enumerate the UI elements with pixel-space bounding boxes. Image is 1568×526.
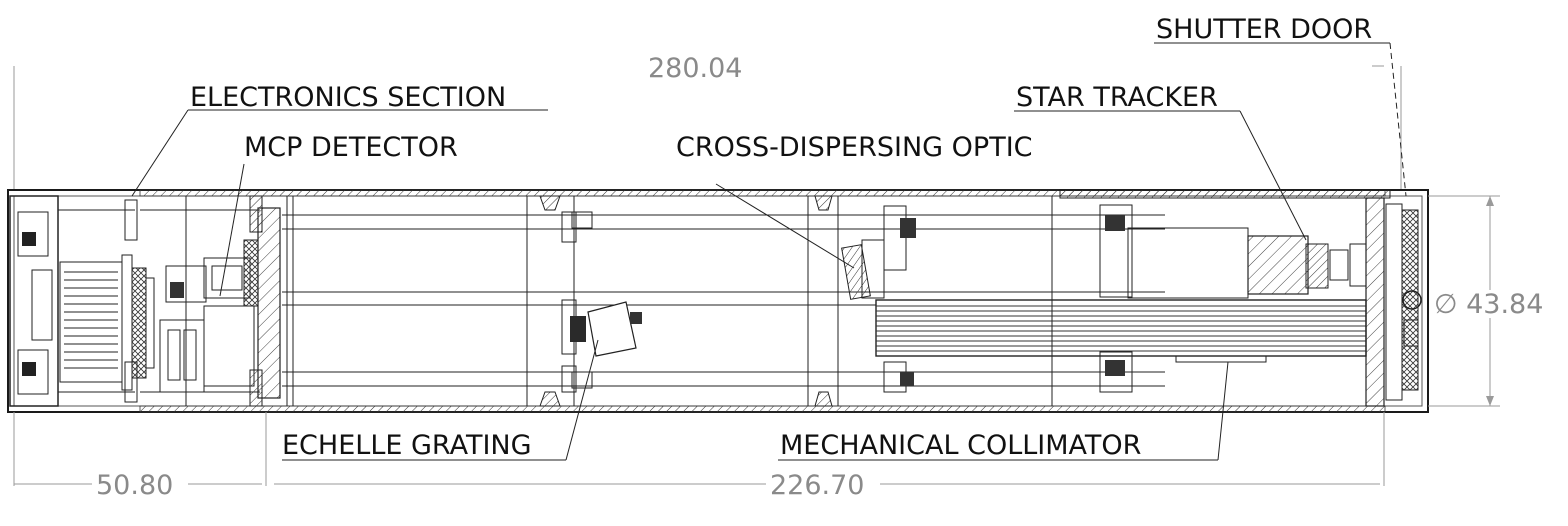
overall-length-value: 280.04: [648, 53, 742, 84]
mcp-detector-label: MCP DETECTOR: [244, 132, 458, 163]
star-tracker-assembly: [1051, 189, 1391, 406]
cross-dispersing-optic-label: CROSS-DISPERSING OPTIC: [676, 132, 1033, 163]
bulkhead-1: [249, 195, 294, 407]
mechanical-collimator-label: MECHANICAL COLLIMATOR: [780, 430, 1141, 461]
echelle-grating-label: ECHELLE GRATING: [282, 430, 532, 461]
instrument-tube: [7, 189, 1429, 413]
electronics-section-label: ELECTRONICS SECTION: [190, 82, 506, 113]
electronics-length-value: 50.80: [96, 470, 173, 501]
overall-length-dimension: [13, 65, 1402, 190]
cross-dispersing-optic-element: [841, 205, 916, 393]
shutter-door-label: SHUTTER DOOR: [1156, 14, 1372, 45]
electronics-section-assembly: [9, 195, 260, 407]
diameter-value: ∅ 43.84: [1434, 289, 1543, 320]
mcp-detector-assembly: [159, 239, 259, 393]
baffle-frame-2: [526, 195, 593, 407]
mechanical-collimator-element: [875, 299, 1367, 363]
diameter-dimension: [1428, 195, 1500, 407]
callout-leaders: [131, 42, 1407, 461]
baffle-frame-3: [807, 195, 839, 407]
bottom-dimensions: [13, 412, 1385, 486]
tie-rods: [282, 214, 1165, 387]
echelle-grating-element: [587, 301, 642, 357]
star-tracker-label: STAR TRACKER: [1016, 82, 1218, 113]
optics-length-value: 226.70: [770, 470, 864, 501]
shutter-door-assembly: [1365, 197, 1422, 407]
